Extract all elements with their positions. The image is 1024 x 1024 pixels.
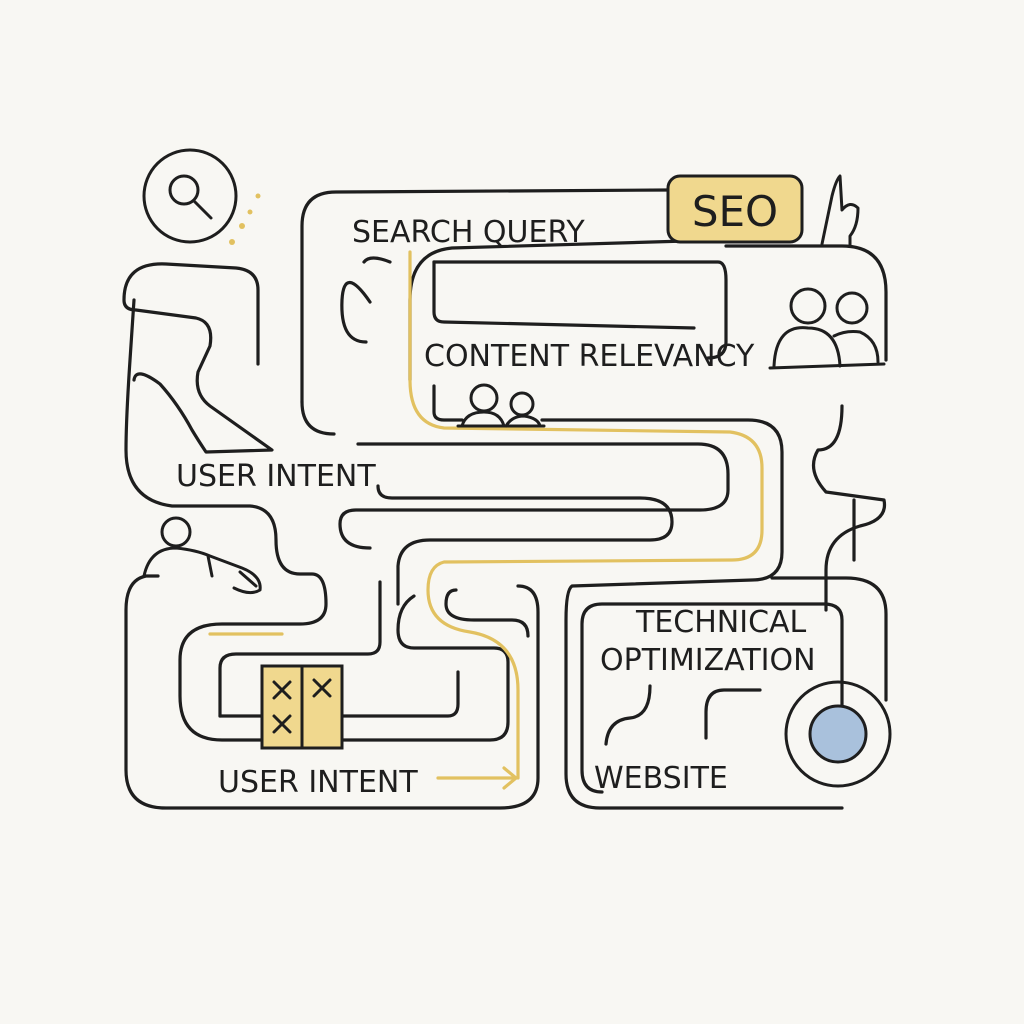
seo-label: SEO <box>692 187 778 236</box>
label-content-relevancy: CONTENT RELEVANCY <box>424 339 755 374</box>
people-icon-center <box>456 383 546 428</box>
label-user-intent-top: USER INTENT <box>176 459 376 494</box>
seo-badge: SEO <box>666 174 804 244</box>
maze-walls <box>122 188 888 810</box>
pointing-hand-icon <box>820 174 860 248</box>
label-optimization: OPTIMIZATION <box>600 643 816 678</box>
label-user-intent-bottom: USER INTENT <box>218 765 418 800</box>
people-icon-right <box>768 287 886 370</box>
label-website: WEBSITE <box>594 761 728 796</box>
label-search-query: SEARCH QUERY <box>352 215 585 250</box>
blocked-gate-icon <box>260 664 344 750</box>
search-icon <box>142 148 261 245</box>
highlighted-route <box>208 250 764 790</box>
goal-target-icon <box>784 680 892 788</box>
person-icon <box>142 516 262 595</box>
label-technical: TECHNICAL <box>635 605 807 640</box>
